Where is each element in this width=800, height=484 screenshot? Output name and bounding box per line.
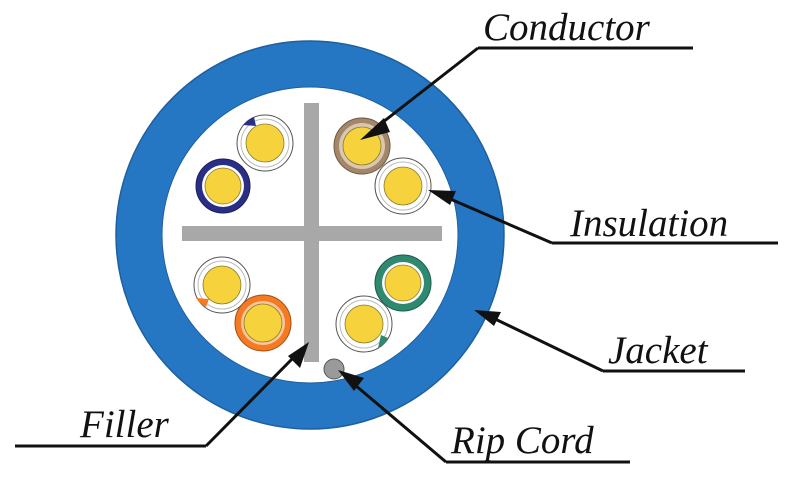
filler-horizontal-bar xyxy=(182,226,442,241)
wire-pair-green xyxy=(335,254,432,353)
conductor xyxy=(384,264,422,302)
insulation-callout-line xyxy=(428,190,778,245)
conductor xyxy=(344,304,384,344)
rip-cord-callout-line xyxy=(338,370,630,464)
insulation-label: Insulation xyxy=(569,202,728,245)
filler-callout-line xyxy=(15,342,309,448)
rip-cord xyxy=(323,358,345,380)
wire-orange-white xyxy=(193,256,251,314)
wire-blue-white xyxy=(236,114,294,172)
wire-brown-white xyxy=(374,157,432,215)
wire-orange-solid xyxy=(234,294,292,352)
conductor-label: Conductor xyxy=(483,6,651,49)
rip-cord-label: Rip Cord xyxy=(450,419,594,462)
jacket-label: Jacket xyxy=(608,329,709,372)
rip-cord-arrowhead xyxy=(338,370,364,391)
wire-pair-blue xyxy=(195,114,294,214)
conductor-arrowhead xyxy=(360,118,390,140)
conductor xyxy=(204,167,242,205)
callout-lines xyxy=(15,46,778,464)
filler-arrowhead xyxy=(288,342,309,368)
wire-green-solid xyxy=(374,254,432,312)
conductor xyxy=(383,166,423,206)
filler-label: Filler xyxy=(79,403,170,446)
wire-blue-solid xyxy=(195,158,251,214)
jacket-arrowhead xyxy=(474,310,501,326)
cross-filler xyxy=(182,103,442,362)
wire-green-white xyxy=(335,295,393,353)
jacket-callout-line xyxy=(474,310,745,373)
conductor xyxy=(202,265,242,305)
conductor xyxy=(243,303,283,343)
conductor-callout-line xyxy=(360,46,693,140)
wire-pair-orange xyxy=(193,256,292,352)
insulation-arrowhead xyxy=(428,190,456,205)
conductor xyxy=(245,123,285,163)
